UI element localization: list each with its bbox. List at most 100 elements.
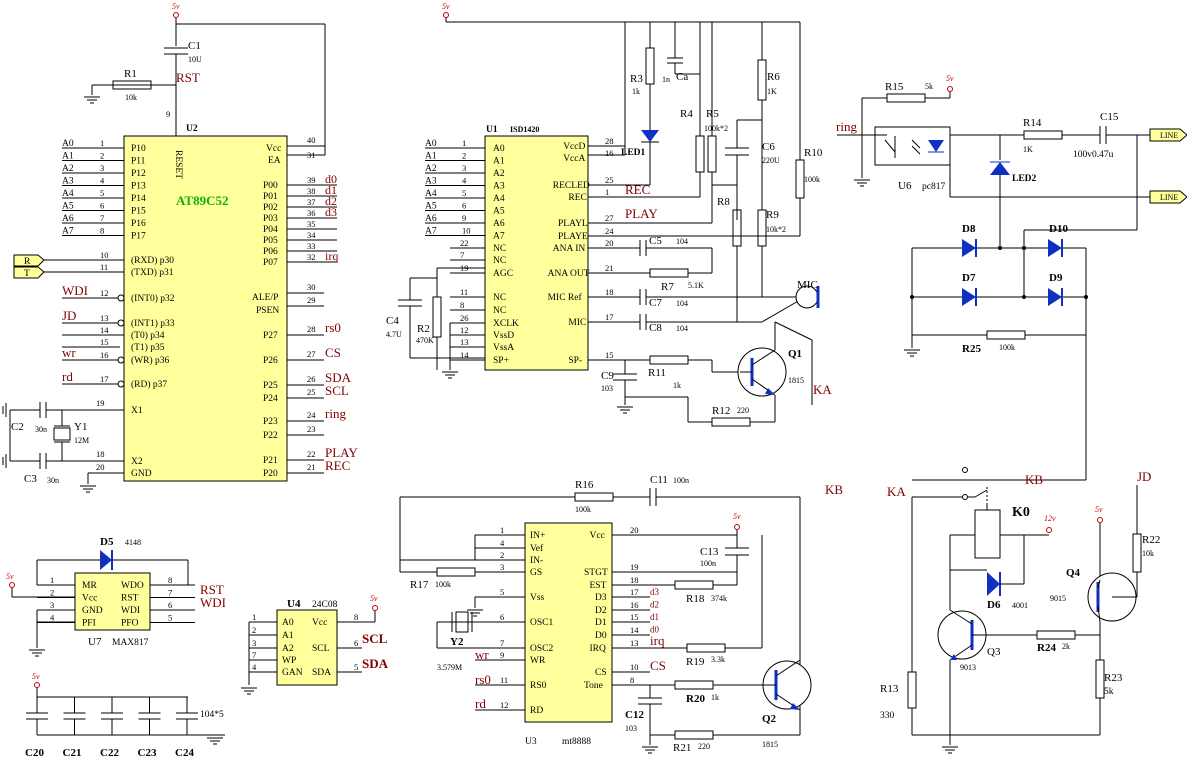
u2-net-a0: A0 [62, 139, 74, 149]
u2-p3-pin-name: (T0) p34 [131, 330, 165, 341]
u1-extra-pin-num: 22 [460, 238, 469, 248]
cap-c22-label: C22 [100, 747, 119, 759]
u3-pin-num: 9 [500, 650, 504, 660]
u1-net-a6: A6 [425, 214, 437, 224]
c7-value: 104 [676, 299, 688, 308]
u1-pin-num: 5 [462, 188, 466, 198]
u2-net-a1: A1 [62, 152, 74, 162]
vcc-label-r15: 5v [946, 74, 954, 83]
u1-extra-pin-num: 7 [460, 250, 464, 260]
y1-value: 12M [74, 436, 89, 445]
u1-right-pin-name: SP- [568, 356, 582, 366]
u3-pin-name: Vef [530, 543, 544, 554]
u3-pin-name: GS [530, 568, 542, 578]
u2-psen: PSEN [256, 306, 279, 316]
u3-pin-num: 1 [500, 525, 504, 535]
u2-net-d2: d2 [325, 194, 337, 208]
u3-part: mt8888 [562, 737, 591, 747]
u3-pin-name: Vss [530, 593, 545, 603]
u1-pin-name: A0 [493, 144, 505, 154]
u2-pin-name: P16 [131, 219, 146, 229]
u4-pin-name: A2 [282, 644, 294, 654]
u4-pin-num: 4 [252, 662, 257, 672]
d6-label: D6 [987, 599, 1001, 611]
u2-p3-pin-num: 14 [100, 325, 109, 335]
u1-pin-num: 10 [462, 226, 471, 236]
kb-net-label-2: KB [1025, 472, 1043, 487]
ring-net-label: ring [836, 119, 857, 134]
u2-pin-name: P15 [131, 207, 146, 217]
u7-pin-name: MR [82, 581, 97, 591]
u2-p0-pin-name: P07 [263, 258, 278, 268]
u7-pin-num: 6 [168, 600, 172, 610]
cap-c24-label: C24 [175, 747, 194, 759]
u4-pin-name: WP [282, 656, 296, 666]
u7-wdi-net: WDI [200, 595, 226, 610]
u1-right-pin-name: VccD [563, 142, 585, 152]
r25-label: R25 [962, 343, 981, 355]
r14-label: R14 [1023, 117, 1042, 129]
c13-value: 100n [700, 559, 716, 568]
u1-net-a0: A0 [425, 139, 437, 149]
u4-body [276, 609, 338, 686]
ring-detect-circuit: 5v R15 5k ring R14 1K C15 [836, 74, 1187, 248]
u3-pin-num: 7 [500, 638, 504, 648]
u2-net-a6: A6 [62, 214, 74, 224]
u2-pin-19: 19 [96, 398, 105, 408]
r24-value: 2k [1062, 642, 1070, 651]
u1-right-pin-num: 17 [605, 312, 614, 322]
u2-p0-pin-name: P00 [263, 181, 278, 191]
u1-right-pin-num: 1 [605, 187, 609, 197]
audio-coupling: C5 104 R7 5.1K C7 104 C8 104 MIC [588, 235, 820, 334]
r3-label: R3 [630, 73, 643, 85]
r21-label: R21 [673, 742, 691, 754]
q3-value: 9013 [960, 663, 976, 672]
u2-p2-pin-num: 22 [307, 449, 316, 459]
u2-x1: X1 [131, 406, 143, 416]
u2-p3-pin-name: (WR) p36 [131, 355, 170, 366]
u2-p3-pin-name: (INT0) p32 [131, 293, 175, 304]
u2-pin-name: P11 [131, 157, 146, 167]
d5-label: D5 [100, 536, 114, 548]
u7-pin-name: WDO [121, 581, 144, 591]
q1-value: 1815 [788, 376, 804, 385]
u4-pin-name: Vcc [312, 618, 327, 628]
u1-extra-pin-name: NC [493, 306, 506, 316]
u4-ref: U4 [287, 598, 301, 610]
u1-body [484, 135, 589, 371]
u2-p2-pin-num: 23 [307, 424, 316, 434]
r17-label: R17 [410, 579, 429, 591]
u1-extra-pin-num: 12 [460, 325, 469, 335]
r14-value: 1K [1023, 145, 1033, 154]
u2-p0-pin-num: 33 [307, 241, 316, 251]
u3-right-pin-num: 17 [630, 587, 639, 597]
u2-net-scl: SCL [325, 383, 349, 398]
u2-pin-30: 30 [307, 282, 316, 292]
crystal-y1-circuit: C2 30n C3 30n Y1 12M [2, 402, 89, 485]
u2-net-d3: d3 [325, 205, 337, 219]
vcc-label-u4: 5v [370, 594, 378, 603]
u2-p2-pin-name: P26 [263, 356, 278, 366]
u2-net-wdi: WDI [62, 283, 88, 298]
u1-right-pin-name: PLAYL [558, 219, 588, 229]
u2-net-a4: A4 [62, 189, 74, 199]
u3-net-d3: d3 [650, 587, 660, 597]
isd1420-support-circuit: 5v [442, 2, 823, 322]
u2-p2-pin-name: P20 [263, 469, 278, 479]
diode-bridge: D8 D10 D7 D9 R25 100k [903, 197, 1138, 480]
rst-net-label: RST [176, 70, 200, 85]
u2-p2-pin-name: P23 [263, 417, 278, 427]
u2-p2-pins: 28P27rs027P26CS26P25SDA25P24SCL24P23ring… [263, 320, 358, 479]
u1-right-pin-name: ANA IN [553, 244, 586, 254]
c11-label: C11 [650, 474, 668, 486]
u2-pin-num: 3 [100, 163, 104, 173]
c4-label: C4 [386, 315, 399, 327]
u2-p0-pin-name: P03 [263, 214, 278, 224]
u1-extra-pin-name: AGC [493, 269, 513, 279]
u4-pin-name: A0 [282, 618, 294, 628]
c9-label: C9 [601, 370, 614, 382]
